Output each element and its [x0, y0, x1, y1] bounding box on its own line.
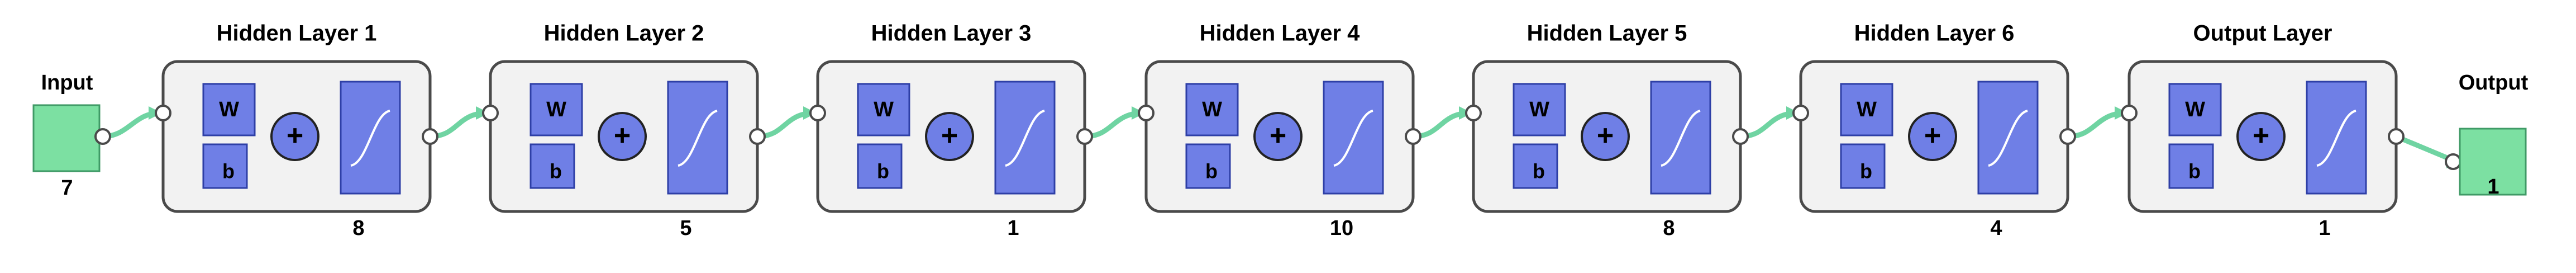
sum-node	[598, 112, 647, 161]
input-port	[94, 128, 111, 145]
input-size: 7	[61, 176, 73, 200]
layer-size: 1	[1007, 216, 1019, 240]
bias-symbol: b	[222, 160, 235, 183]
layer-input-port	[1465, 105, 1482, 121]
activation-curve-icon	[350, 110, 390, 167]
sum-symbol: +	[1270, 120, 1286, 152]
weight-symbol: W	[546, 98, 566, 121]
activation-block	[2306, 81, 2367, 195]
activation-curve-icon	[1988, 110, 2028, 167]
bias-block	[857, 143, 903, 189]
sum-node	[925, 112, 974, 161]
layer-title: Hidden Layer 5	[1527, 21, 1687, 46]
layer-size: 8	[1663, 216, 1675, 240]
layer-title: Hidden Layer 4	[1200, 21, 1361, 46]
layer-input-port	[809, 105, 826, 121]
sum-symbol: +	[614, 120, 631, 152]
layer-size: 10	[1330, 216, 1353, 240]
layer-title: Hidden Layer 3	[871, 21, 1032, 46]
bias-symbol: b	[877, 160, 889, 183]
layer-title: Output Layer	[2193, 21, 2332, 46]
layer-output-port	[1732, 128, 1749, 145]
layer-5: Hidden Layer 5 8 Wb +	[1465, 21, 1749, 240]
output-label: Output	[2459, 71, 2529, 95]
layer-size: 4	[1990, 216, 2002, 240]
layer-title: Hidden Layer 1	[217, 21, 377, 46]
layer-size: 8	[352, 216, 364, 240]
weight-symbol: W	[1202, 98, 1222, 121]
layer-input-port	[1138, 105, 1155, 121]
input-box	[32, 104, 101, 172]
layer-title: Hidden Layer 2	[544, 21, 704, 46]
sum-symbol: +	[941, 120, 958, 152]
activation-curve-icon	[678, 110, 718, 167]
weight-symbol: W	[1529, 98, 1549, 121]
weight-symbol: W	[1857, 98, 1877, 121]
input-label: Input	[41, 71, 93, 95]
output-box	[2459, 128, 2527, 196]
layer-4: Hidden Layer 4 10 Wb +	[1138, 21, 1421, 240]
layer-input-port	[482, 105, 499, 121]
bias-symbol: b	[1533, 160, 1545, 183]
sum-symbol: +	[1924, 120, 1941, 152]
sum-node	[1581, 112, 1630, 161]
bias-symbol: b	[1860, 160, 1872, 183]
weight-block	[202, 83, 256, 136]
bias-symbol: b	[1205, 160, 1218, 183]
layer-output-port	[1405, 128, 1421, 145]
sum-symbol: +	[1597, 120, 1614, 152]
bias-block	[202, 143, 248, 189]
bias-block	[529, 143, 575, 189]
layer-output-port	[422, 128, 438, 145]
activation-curve-icon	[1661, 110, 1701, 167]
bias-symbol: b	[550, 160, 562, 183]
bias-symbol: b	[2188, 160, 2201, 183]
activation-curve-icon	[1005, 110, 1045, 167]
output-port	[2445, 153, 2461, 170]
sum-node	[1253, 112, 1303, 161]
layer-output-port	[2059, 128, 2076, 145]
sum-symbol: +	[2253, 120, 2269, 152]
activation-curve-icon	[1333, 110, 1373, 167]
bias-block	[2168, 143, 2214, 189]
weight-symbol: W	[874, 98, 894, 121]
layer-3: Hidden Layer 3 1 Wb +	[809, 21, 1093, 240]
layer-6: Hidden Layer 6 4 Wb +	[1792, 21, 2076, 240]
output-size: 1	[2487, 175, 2499, 199]
layer-input-port	[2121, 105, 2138, 121]
weight-block	[1185, 83, 1239, 136]
layer-2: Hidden Layer 2 5 Wb +	[482, 21, 766, 240]
weight-block	[857, 83, 910, 136]
sum-symbol: +	[287, 120, 303, 152]
layer-input-port	[155, 105, 171, 121]
layer-size: 5	[680, 216, 691, 240]
bias-block	[1513, 143, 1558, 189]
layer-7: Output Layer 1 Wb +	[2121, 21, 2461, 240]
sum-node	[1908, 112, 1957, 161]
layer-output-port	[2388, 128, 2405, 145]
layer-output-port	[1076, 128, 1093, 145]
weight-symbol: W	[2185, 98, 2205, 121]
bias-block	[1185, 143, 1231, 189]
weight-block	[2168, 83, 2222, 136]
layer-title: Hidden Layer 6	[1854, 21, 2015, 46]
layer-size: 1	[2319, 216, 2330, 240]
layer-input-port	[1792, 105, 1809, 121]
input-output: Input 7 Output 1	[32, 71, 2529, 200]
weight-symbol: W	[219, 98, 239, 121]
sum-node	[270, 112, 319, 161]
weight-block	[1513, 83, 1566, 136]
weight-block	[1840, 83, 1893, 136]
layer-1: Hidden Layer 1 8 Wb +	[155, 21, 438, 240]
sum-node	[2236, 112, 2286, 161]
activation-curve-icon	[2316, 110, 2356, 167]
layer-output-port	[749, 128, 766, 145]
bias-block	[1840, 143, 1886, 189]
weight-block	[529, 83, 583, 136]
